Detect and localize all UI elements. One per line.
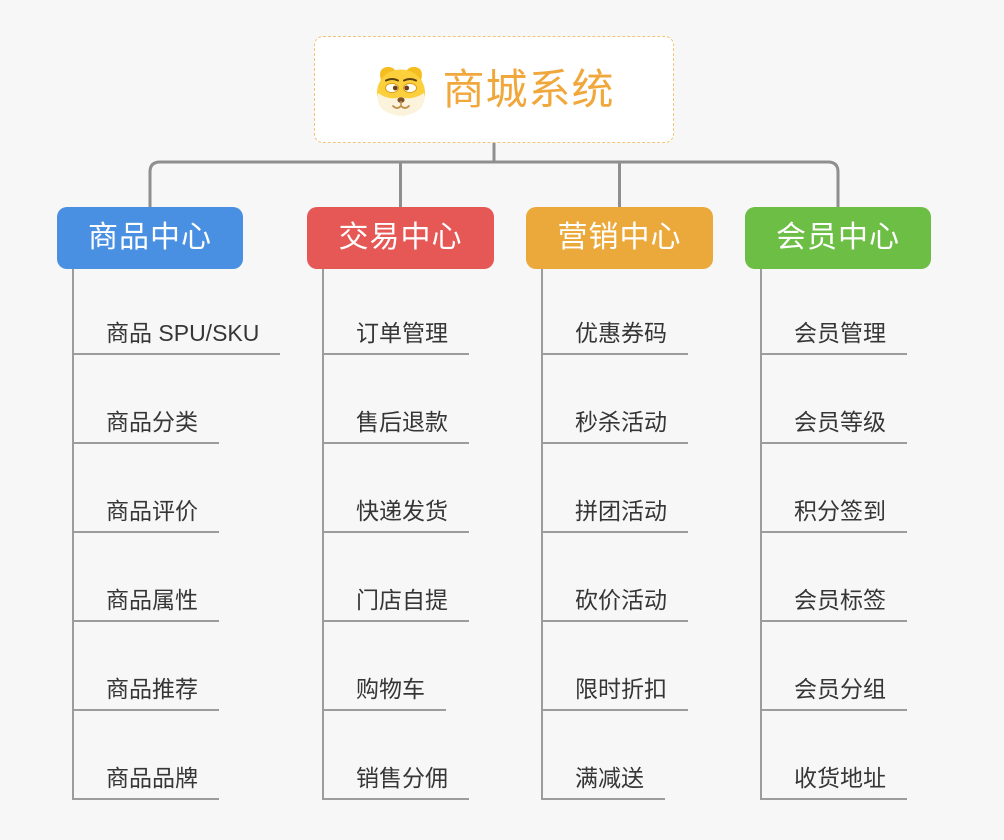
leaf-label: 会员管理 bbox=[794, 319, 886, 346]
leaf-label: 销售分佣 bbox=[356, 764, 448, 791]
branch-label: 会员中心 bbox=[776, 221, 900, 254]
leaf-node[interactable]: 会员管理 bbox=[762, 269, 907, 355]
leaf-node[interactable]: 积分签到 bbox=[762, 444, 907, 533]
branch: 营销中心 优惠券码 秒杀活动 拼团活动 砍价活动 限时折扣 满减送 bbox=[526, 207, 713, 800]
leaf-node[interactable]: 订单管理 bbox=[324, 269, 469, 355]
leaf-label: 积分签到 bbox=[794, 497, 886, 524]
root-title: 商城系统 bbox=[442, 65, 615, 113]
leaf-node[interactable]: 收货地址 bbox=[762, 711, 907, 800]
branch-label: 交易中心 bbox=[338, 221, 463, 254]
leaf-node[interactable]: 满减送 bbox=[543, 711, 665, 800]
leaf-label: 收货地址 bbox=[794, 764, 886, 791]
leaf-label: 快递发货 bbox=[356, 497, 448, 524]
leaf-label: 秒杀活动 bbox=[575, 408, 667, 435]
leaf-label: 商品属性 bbox=[106, 586, 198, 613]
branch: 交易中心 订单管理 售后退款 快递发货 门店自提 购物车 销售分佣 bbox=[307, 207, 494, 800]
leaf-label: 优惠券码 bbox=[575, 319, 667, 346]
leaf-label: 商品分类 bbox=[106, 408, 198, 435]
branch-items: 优惠券码 秒杀活动 拼团活动 砍价活动 限时折扣 满减送 bbox=[541, 269, 688, 800]
branch-label: 营销中心 bbox=[557, 221, 682, 254]
branch: 商品中心 商品 SPU/SKU 商品分类 商品评价 商品属性 商品推荐 商品品牌 bbox=[57, 207, 281, 800]
leaf-node[interactable]: 商品推荐 bbox=[74, 622, 219, 711]
leaf-node[interactable]: 商品分类 bbox=[74, 355, 219, 444]
leaf-label: 砍价活动 bbox=[575, 586, 667, 613]
leaf-label: 满减送 bbox=[575, 764, 644, 791]
leaf-label: 会员等级 bbox=[794, 408, 886, 435]
leaf-label: 门店自提 bbox=[356, 586, 448, 613]
leaf-node[interactable]: 销售分佣 bbox=[324, 711, 469, 800]
branch-node-1[interactable]: 商品中心 bbox=[57, 207, 243, 269]
dog-icon bbox=[377, 66, 426, 115]
leaf-node[interactable]: 售后退款 bbox=[324, 355, 469, 444]
branch: 会员中心 会员管理 会员等级 积分签到 会员标签 会员分组 收货地址 bbox=[745, 207, 931, 800]
leaf-label: 会员标签 bbox=[794, 586, 886, 613]
leaf-label: 订单管理 bbox=[356, 319, 448, 346]
leaf-label: 限时折扣 bbox=[575, 675, 667, 702]
leaf-node[interactable]: 秒杀活动 bbox=[543, 355, 688, 444]
leaf-node[interactable]: 购物车 bbox=[324, 622, 446, 711]
branch-node-2[interactable]: 交易中心 bbox=[307, 207, 494, 269]
leaf-label: 商品 SPU/SKU bbox=[106, 319, 260, 346]
branch-items: 订单管理 售后退款 快递发货 门店自提 购物车 销售分佣 bbox=[322, 269, 469, 800]
branch-node-3[interactable]: 营销中心 bbox=[526, 207, 713, 269]
leaf-node[interactable]: 商品评价 bbox=[74, 444, 219, 533]
leaf-node[interactable]: 门店自提 bbox=[324, 533, 469, 622]
leaf-label: 商品推荐 bbox=[106, 675, 198, 702]
leaf-label: 商品评价 bbox=[106, 497, 198, 524]
leaf-label: 购物车 bbox=[356, 675, 425, 702]
rail-line bbox=[148, 160, 840, 208]
leaf-label: 会员分组 bbox=[794, 675, 886, 702]
leaf-node[interactable]: 拼团活动 bbox=[543, 444, 688, 533]
branch-items: 会员管理 会员等级 积分签到 会员标签 会员分组 收货地址 bbox=[760, 269, 907, 800]
leaf-node[interactable]: 商品品牌 bbox=[74, 711, 219, 800]
leaf-node[interactable]: 限时折扣 bbox=[543, 622, 688, 711]
branch-items: 商品 SPU/SKU 商品分类 商品评价 商品属性 商品推荐 商品品牌 bbox=[72, 269, 281, 800]
leaf-label: 商品品牌 bbox=[106, 764, 198, 791]
leaf-node[interactable]: 砍价活动 bbox=[543, 533, 688, 622]
root-node[interactable]: 商城系统 bbox=[314, 36, 674, 143]
branch-label: 商品中心 bbox=[88, 221, 212, 254]
leaf-node[interactable]: 商品 SPU/SKU bbox=[74, 269, 281, 355]
leaf-node[interactable]: 会员分组 bbox=[762, 622, 907, 711]
leaf-node[interactable]: 商品属性 bbox=[74, 533, 219, 622]
branch-node-4[interactable]: 会员中心 bbox=[745, 207, 931, 269]
leaf-node[interactable]: 快递发货 bbox=[324, 444, 469, 533]
leaf-label: 售后退款 bbox=[356, 408, 448, 435]
leaf-label: 拼团活动 bbox=[575, 497, 667, 524]
leaf-node[interactable]: 会员标签 bbox=[762, 533, 907, 622]
leaf-node[interactable]: 优惠券码 bbox=[543, 269, 688, 355]
leaf-node[interactable]: 会员等级 bbox=[762, 355, 907, 444]
